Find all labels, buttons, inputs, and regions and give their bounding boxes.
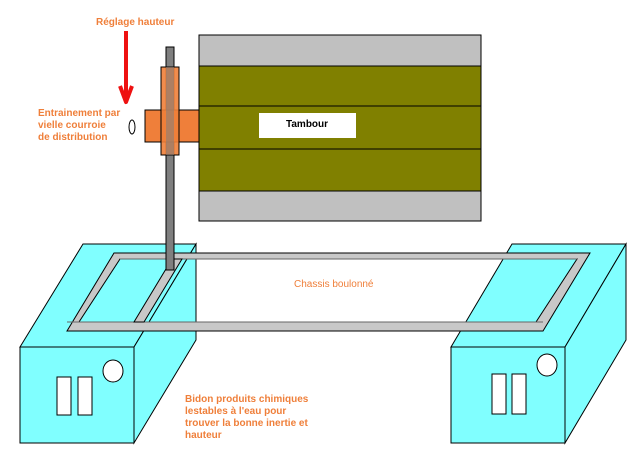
drum bbox=[198, 34, 482, 222]
chassis-crossbar bbox=[133, 258, 183, 323]
label-bidon: Bidon produits chimiques lestables à l'e… bbox=[185, 394, 309, 441]
right-bidon-slot-2 bbox=[511, 373, 527, 415]
left-bidon-cap bbox=[102, 359, 124, 383]
chassis-frame bbox=[66, 252, 591, 332]
right-bidon-cap bbox=[536, 353, 558, 377]
left-bidon-slot-1 bbox=[56, 376, 72, 416]
left-bidon bbox=[19, 242, 197, 445]
drum-top-band bbox=[198, 34, 482, 67]
right-bidon bbox=[450, 242, 627, 445]
pulley-icon bbox=[128, 119, 136, 135]
drive-assembly bbox=[144, 66, 200, 156]
right-bidon-slot-1 bbox=[491, 373, 507, 415]
down-arrow-icon bbox=[118, 31, 134, 104]
drum-bottom-band bbox=[198, 190, 482, 222]
tambour-label-box bbox=[259, 113, 356, 138]
height-shaft-visible bbox=[166, 67, 174, 155]
height-shaft bbox=[165, 46, 175, 271]
label-reglage-hauteur: Réglage hauteur bbox=[96, 17, 175, 28]
label-entrainement: Entrainement par vielle courroie de dist… bbox=[38, 108, 121, 143]
label-chassis: Chassis boulonné bbox=[294, 279, 374, 290]
label-tambour: Tambour bbox=[286, 119, 329, 130]
left-bidon-slot-2 bbox=[77, 376, 93, 416]
